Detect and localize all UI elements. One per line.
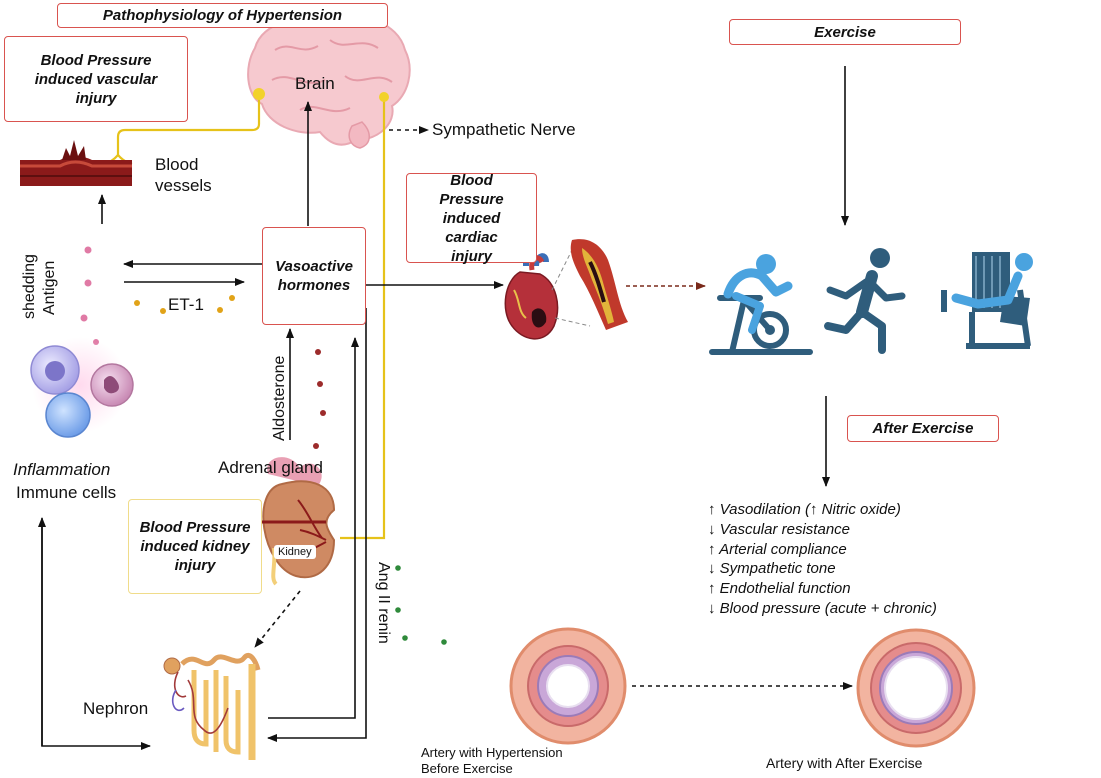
inflammation-label: Inflammation	[13, 460, 111, 479]
after-exercise-label: After Exercise	[872, 420, 974, 437]
adrenal-gland-label: Adrenal gland	[218, 458, 323, 477]
cardiac-injury-label: Blood Pressure induced cardiac injury	[439, 171, 504, 265]
et1-dots	[134, 295, 235, 314]
brain-label: Brain	[295, 74, 335, 93]
ang-renin-dots	[395, 565, 447, 645]
kidney-injury-box: Blood Pressure induced kidney injury	[128, 499, 262, 594]
antigen-dots	[80, 246, 99, 345]
flow-arrows	[38, 66, 853, 750]
vascular-injury-label: Blood Pressure induced vascular injury	[34, 51, 158, 107]
vasoactive-label: Vasoactive hormones	[275, 258, 353, 294]
brain-icon	[247, 15, 411, 149]
immune-cells-label: Immune cells	[16, 483, 117, 502]
artery-after-label: Artery with After Exercise	[766, 755, 923, 771]
antigen-label-2: Antigen	[41, 260, 58, 315]
artery-cross-section-icon	[856, 628, 976, 748]
aldosterone-dots	[313, 349, 326, 449]
effect-item: ↓ Blood pressure (acute + chronic)	[708, 599, 937, 617]
exercise-label: Exercise	[814, 23, 876, 41]
aldosterone-label: Aldosterone	[271, 355, 288, 441]
artery-cross-section-icon	[509, 627, 627, 745]
effect-item: ↓ Sympathetic tone	[708, 560, 836, 578]
vasoactive-box: Vasoactive hormones	[262, 227, 366, 325]
artery-plaque-icon	[551, 239, 628, 330]
antigen-label-1: shedding	[21, 254, 38, 319]
cycling-icon	[709, 254, 813, 355]
immune-cells-icon	[30, 337, 134, 438]
effect-item: ↓ Vascular resistance	[708, 520, 851, 538]
nephron-icon	[163, 652, 261, 760]
et1-label: ET-1	[168, 295, 204, 314]
title-box: Pathophysiology of Hypertension	[57, 3, 388, 28]
cardiac-injury-box: Blood Pressure induced cardiac injury	[406, 171, 537, 265]
blood-vessels-label-2: vessels	[155, 176, 212, 195]
vascular-injury-box: Blood Pressure induced vascular injury	[4, 36, 188, 122]
nerve-node	[253, 88, 265, 100]
sympathetic-nerve-label: Sympathetic Nerve	[432, 120, 576, 139]
blood-vessels-label-1: Blood	[155, 155, 199, 174]
artery-before-label-1: Artery with Hypertension	[421, 745, 563, 760]
blood-vessel-icon	[20, 140, 132, 186]
page-title: Pathophysiology of Hypertension	[102, 7, 343, 24]
running-icon	[824, 248, 906, 354]
kidney-injury-label: Blood Pressure induced kidney injury	[139, 519, 251, 574]
heart-icon	[504, 246, 559, 340]
after-exercise-box: After Exercise	[847, 415, 999, 442]
exercise-effects-list: ↑ Vasodilation (↑ Nitric oxide) ↓ Vascul…	[708, 500, 937, 619]
artery-before-label-2: Before Exercise	[421, 761, 513, 776]
effect-item: ↑ Vasodilation (↑ Nitric oxide)	[708, 501, 901, 518]
ang-renin-label: Ang II renin	[375, 562, 392, 644]
effect-item: ↑ Arterial compliance	[708, 540, 847, 558]
nerve-node	[379, 92, 389, 102]
nephron-label: Nephron	[83, 699, 149, 718]
exercise-box: Exercise	[729, 19, 961, 45]
effect-item: ↑ Endothelial function	[708, 580, 851, 598]
kidney-tag: Kidney	[274, 545, 316, 559]
leg-press-icon	[941, 252, 1033, 349]
